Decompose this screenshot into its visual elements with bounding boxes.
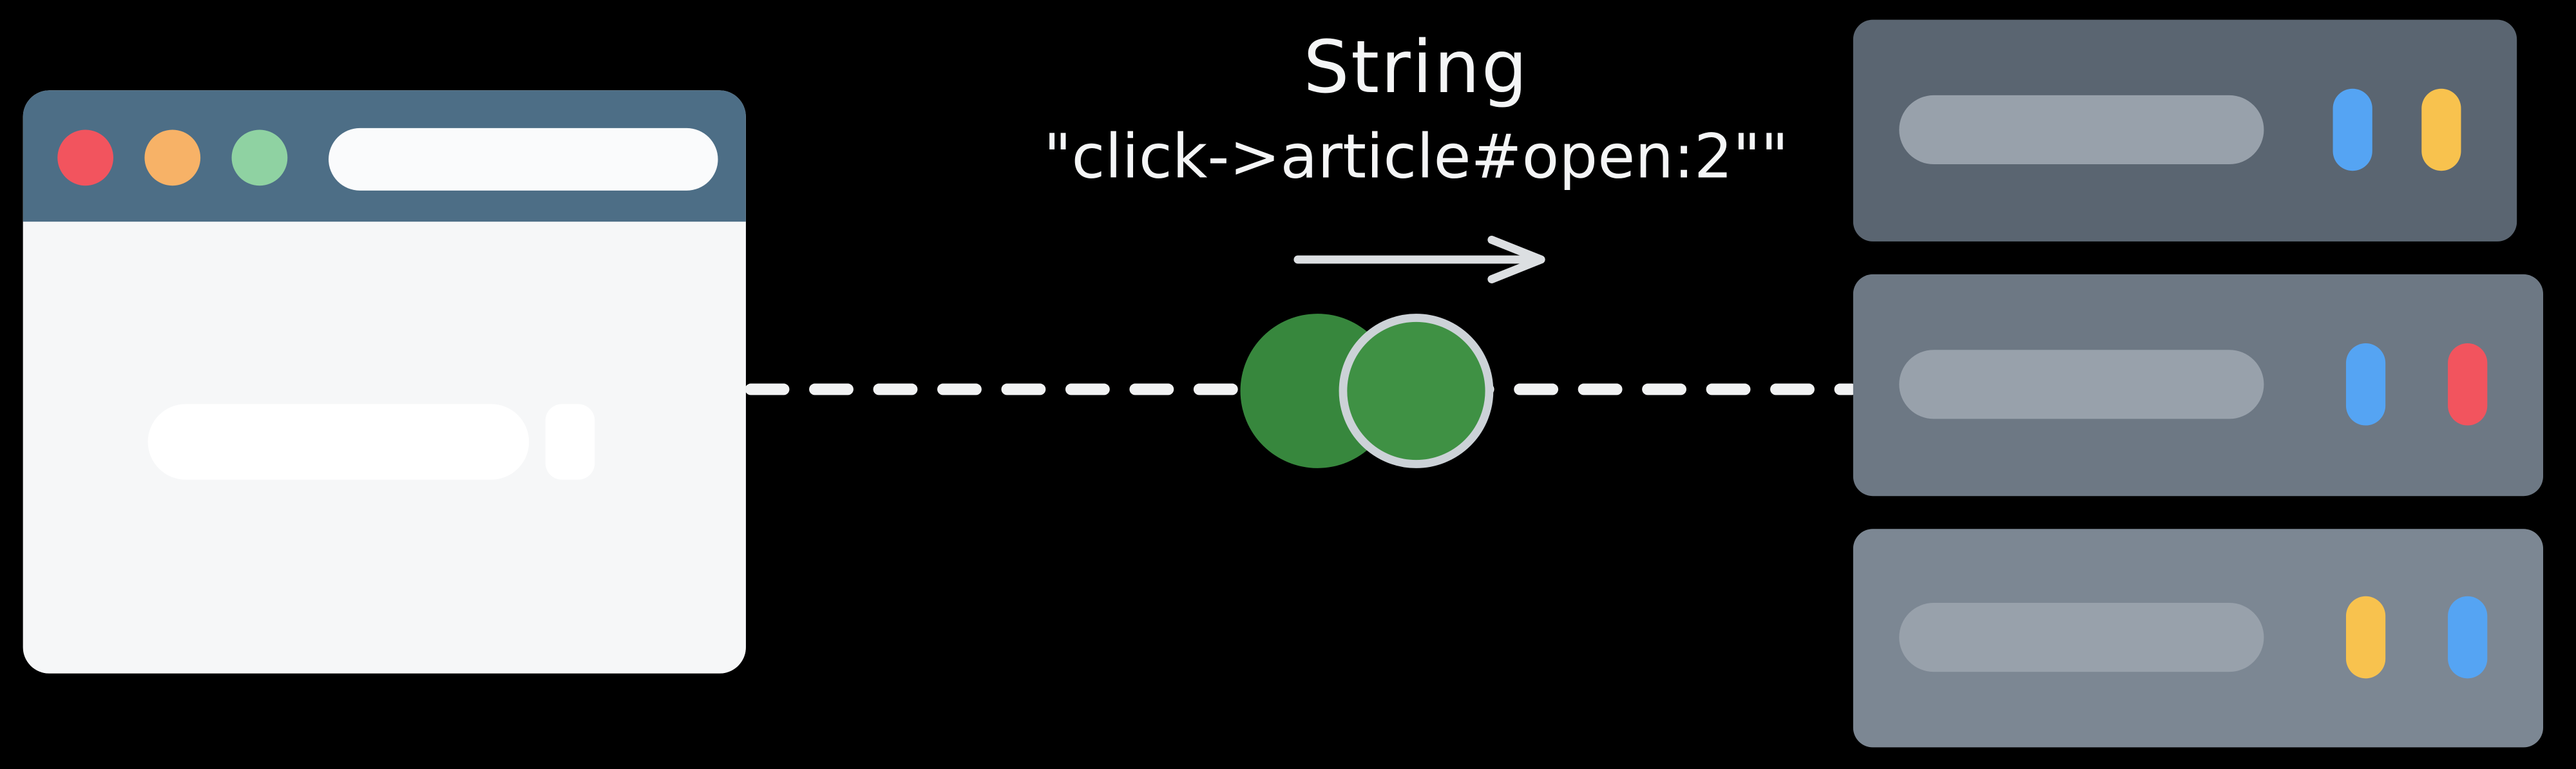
led-yellow-icon	[2345, 596, 2386, 679]
server-unit-2	[1853, 274, 2544, 497]
led-yellow-icon	[2421, 88, 2461, 171]
led-blue-icon	[2345, 343, 2386, 426]
led-blue-icon	[2448, 596, 2488, 679]
browser-content-area	[23, 222, 746, 674]
traffic-light-green-icon	[231, 129, 288, 186]
browser-window	[23, 90, 746, 674]
traffic-light-orange-icon	[144, 129, 201, 186]
address-bar	[329, 128, 718, 191]
led-red-icon	[2448, 343, 2488, 426]
browser-titlebar	[23, 90, 746, 222]
server-vent	[1899, 350, 2264, 419]
server-vent	[1899, 602, 2264, 672]
server-vent	[1899, 95, 2264, 165]
content-placeholder-bar	[148, 404, 530, 480]
server-rack	[1853, 19, 2544, 748]
packet-circle-front	[1339, 314, 1494, 468]
traffic-light-red-icon	[57, 129, 113, 186]
payload-string-label: "click->article#open:2""	[1044, 122, 1789, 193]
payload-type-label: String	[1303, 26, 1529, 110]
direction-arrow-icon	[1293, 235, 1545, 283]
server-unit-1	[1853, 19, 2517, 242]
connection-label-block: String "click->article#open:2""	[986, 26, 1846, 195]
server-unit-3	[1853, 529, 2544, 748]
content-placeholder-chip	[545, 404, 595, 480]
led-blue-icon	[2333, 88, 2372, 171]
